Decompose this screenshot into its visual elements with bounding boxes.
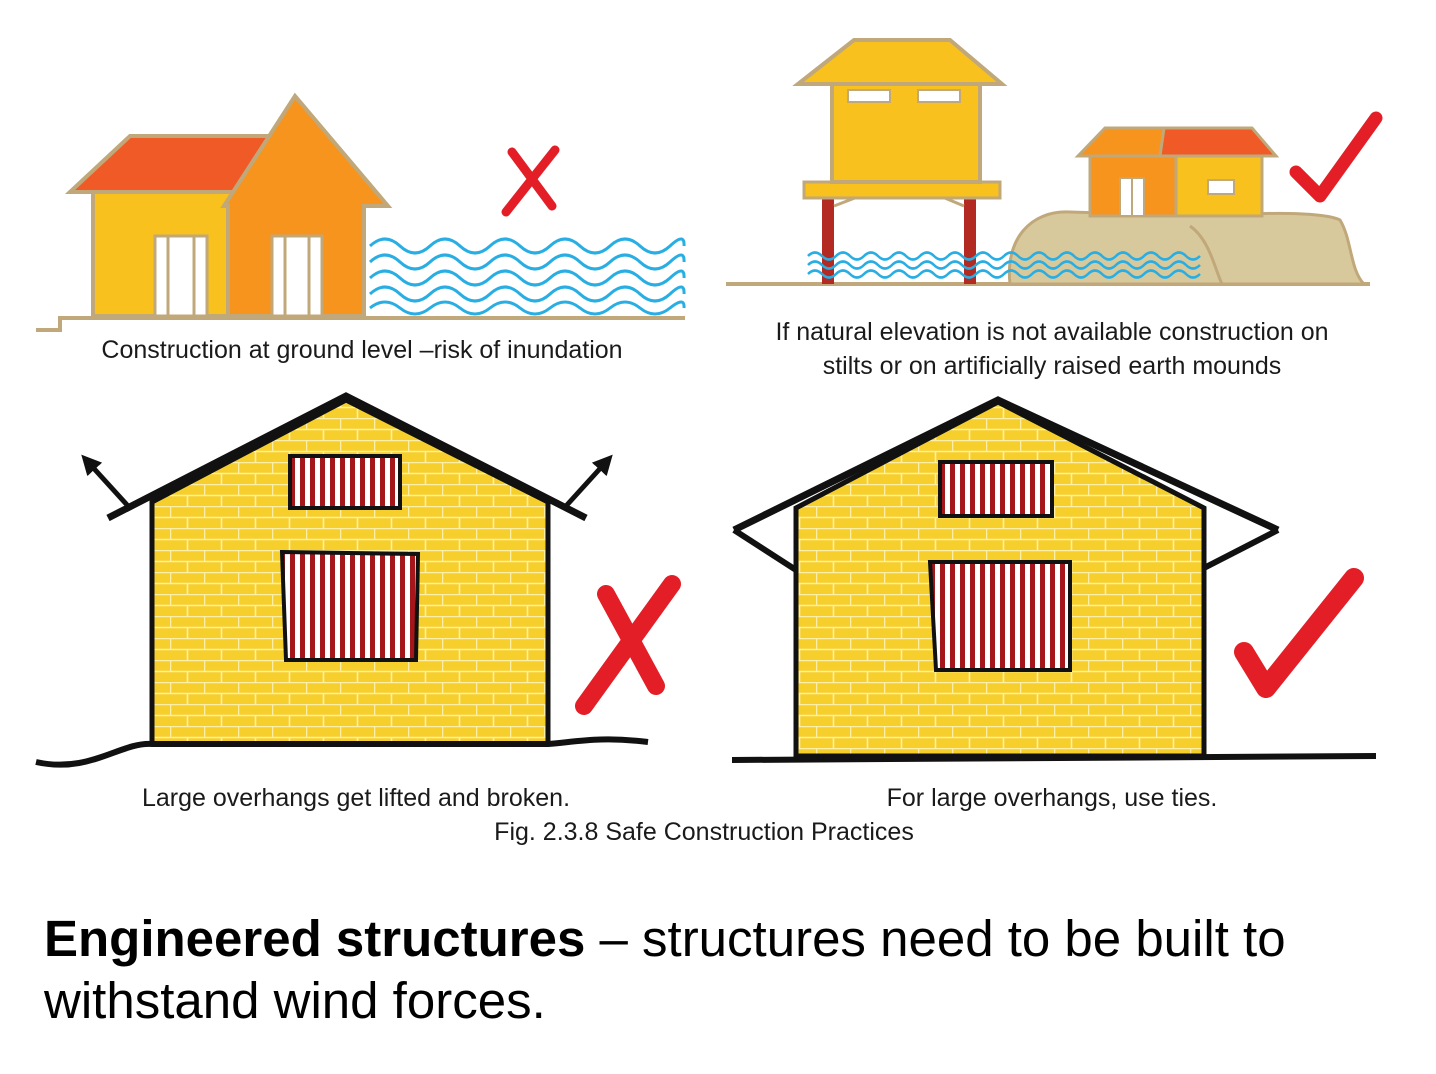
window bbox=[927, 560, 1072, 672]
overhang-house-broken-illustration bbox=[35, 392, 649, 768]
check-mark-bottom bbox=[1234, 568, 1364, 698]
body-paragraph: Engineered structures – structures need … bbox=[44, 908, 1404, 1032]
caption-overhang-bad: Large overhangs get lifted and broken. bbox=[142, 784, 570, 812]
figure-caption: Fig. 2.3.8 Safe Construction Practices bbox=[494, 818, 914, 846]
gable-vent bbox=[288, 454, 402, 510]
earth-mound-house-illustration bbox=[1007, 126, 1368, 286]
caption-elevation-line2: stilts or on artificially raised earth m… bbox=[823, 352, 1282, 380]
caption-elevation-line1: If natural elevation is not available co… bbox=[775, 318, 1328, 346]
caption-ground-level: Construction at ground level –risk of in… bbox=[101, 336, 622, 364]
body-term: Engineered structures bbox=[44, 910, 586, 967]
cross-mark-top bbox=[501, 145, 560, 217]
overhang-house-ties-illustration bbox=[731, 396, 1377, 763]
body-description: – structures need to be built to withsta… bbox=[44, 910, 1286, 1029]
cross-mark-bottom bbox=[575, 575, 681, 715]
shallow-water-waves bbox=[807, 251, 1201, 279]
gable-vent bbox=[938, 460, 1054, 518]
window bbox=[279, 549, 421, 662]
ground-level-house-illustration bbox=[36, 92, 685, 332]
check-mark-top bbox=[1289, 111, 1383, 203]
flood-water-waves bbox=[368, 237, 686, 316]
caption-overhang-good: For large overhangs, use ties. bbox=[887, 784, 1218, 812]
